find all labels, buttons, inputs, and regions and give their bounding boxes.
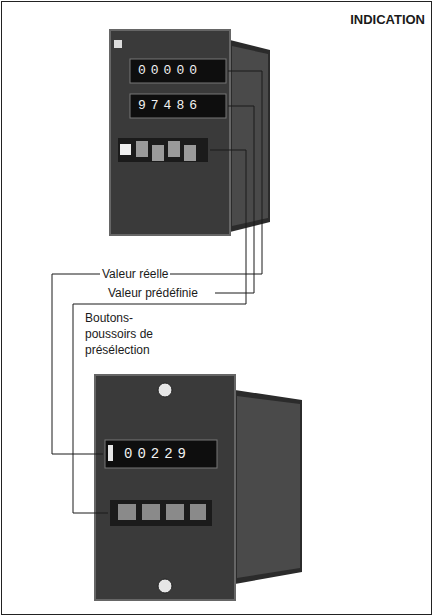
part-label: Valeur prédéfinie — [106, 285, 200, 301]
counter-body — [235, 390, 302, 584]
push-button — [184, 145, 196, 161]
title: INDICATION — [350, 12, 425, 28]
push-button — [166, 504, 184, 520]
button-row — [110, 500, 212, 526]
leader-line — [52, 274, 103, 454]
counter-digits: 00229 — [124, 446, 191, 462]
display-window — [130, 59, 226, 83]
push-button — [168, 141, 180, 157]
counter-digits: 97486 — [138, 98, 202, 114]
indicator-mark — [114, 40, 122, 48]
counter-digits: 00000 — [138, 63, 202, 79]
push-button — [136, 141, 148, 157]
button-row — [118, 138, 208, 162]
screw-hole — [158, 579, 172, 593]
counter-side — [237, 396, 300, 578]
display-window — [105, 440, 217, 468]
counter-body — [230, 40, 270, 232]
screw-hole — [158, 383, 172, 397]
push-button — [142, 504, 160, 520]
front-panel — [110, 30, 230, 235]
push-button — [152, 145, 164, 161]
push-button — [118, 504, 136, 520]
display-window — [130, 94, 226, 118]
clip — [120, 144, 131, 155]
part-label: Valeur réelle — [100, 266, 170, 282]
part-label: Boutons- poussoirs de présélection — [83, 310, 171, 358]
leader-line — [215, 106, 254, 293]
indicator-mark — [108, 445, 113, 461]
leader-line — [52, 71, 262, 274]
counter-side — [232, 46, 268, 226]
leader-line — [73, 150, 246, 304]
front-panel — [95, 375, 235, 600]
push-button — [190, 504, 206, 520]
